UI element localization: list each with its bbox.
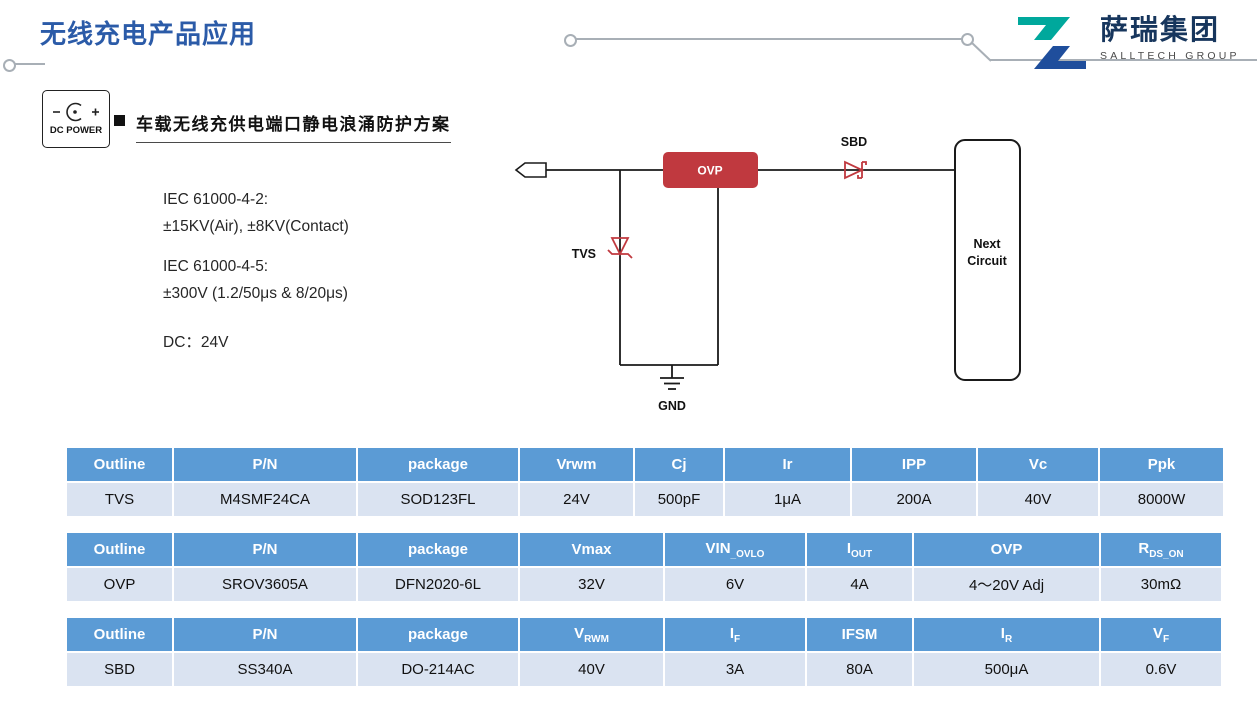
logo-mark-icon bbox=[1018, 17, 1086, 69]
dc-power-badge: DC POWER bbox=[42, 90, 110, 148]
table-cell: 200A bbox=[850, 481, 978, 518]
page-title: 无线充电产品应用 bbox=[40, 19, 257, 49]
column-header: IOUT bbox=[805, 531, 914, 568]
tvs-label: TVS bbox=[572, 247, 596, 261]
decorative-diagonal-line bbox=[970, 41, 992, 62]
table-cell: OVP bbox=[65, 566, 174, 603]
table-cell: 4A bbox=[805, 566, 914, 603]
column-header: IPP bbox=[850, 446, 978, 483]
column-header: Vc bbox=[976, 446, 1100, 483]
table-cell: 500pF bbox=[633, 481, 725, 518]
spec-line: DC：24V bbox=[163, 333, 229, 351]
table-cell: SBD bbox=[65, 651, 174, 688]
table-cell: 8000W bbox=[1098, 481, 1225, 518]
logo-en-text: SALLTECH GROUP bbox=[1100, 50, 1240, 62]
table-cell: 0.6V bbox=[1099, 651, 1223, 688]
tvs-diode-icon bbox=[607, 237, 633, 259]
column-header: Vrwm bbox=[518, 446, 635, 483]
decorative-circle bbox=[564, 34, 577, 47]
ground-icon bbox=[660, 377, 684, 390]
table-cell: 6V bbox=[663, 566, 807, 603]
table-cell: SROV3605A bbox=[172, 566, 358, 603]
column-header: Ppk bbox=[1098, 446, 1225, 483]
next-circuit-label-line2: Circuit bbox=[967, 254, 1007, 268]
input-connector-icon bbox=[514, 162, 547, 178]
column-header: Cj bbox=[633, 446, 725, 483]
next-circuit-label-line1: Next bbox=[973, 237, 1001, 251]
dc-power-icon bbox=[53, 102, 99, 122]
column-header: VRWM bbox=[518, 616, 665, 653]
logo-cn-text: 萨瑞集团 bbox=[1100, 14, 1221, 45]
spec-line: IEC 61000-4-5: bbox=[163, 258, 269, 276]
ovp-label: OVP bbox=[697, 164, 722, 178]
decorative-circle bbox=[3, 59, 16, 72]
column-header: package bbox=[356, 446, 520, 483]
decorative-line bbox=[990, 59, 1257, 61]
table-cell: 40V bbox=[976, 481, 1100, 518]
table-cell: 40V bbox=[518, 651, 665, 688]
column-header: VF bbox=[1099, 616, 1223, 653]
column-header: Outline bbox=[65, 531, 174, 568]
table-cell: M4SMF24CA bbox=[172, 481, 358, 518]
column-header: Ir bbox=[723, 446, 852, 483]
dc-power-label: DC POWER bbox=[49, 125, 103, 136]
spec-text-block: IEC 61000-4-2: ±15KV(Air), ±8KV(Contact)… bbox=[163, 190, 349, 353]
table-cell: DFN2020-6L bbox=[356, 566, 520, 603]
column-header: OVP bbox=[912, 531, 1101, 568]
sbd-label: SBD bbox=[841, 135, 867, 149]
table-cell: 80A bbox=[805, 651, 914, 688]
table-cell: 32V bbox=[518, 566, 665, 603]
table-cell: 1μA bbox=[723, 481, 852, 518]
table-cell: 500μA bbox=[912, 651, 1101, 688]
column-header: RDS_ON bbox=[1099, 531, 1223, 568]
sbd-diode-icon bbox=[844, 160, 867, 180]
column-header: P/N bbox=[172, 446, 358, 483]
logo-text-block: 萨瑞集团 SALLTECH GROUP bbox=[1100, 12, 1240, 62]
section-heading: 车载无线充供电端口静电浪涌防护方案 bbox=[114, 110, 451, 143]
bullet-square-icon bbox=[114, 115, 125, 126]
table-cell: SOD123FL bbox=[356, 481, 520, 518]
table-cell: 3A bbox=[663, 651, 807, 688]
column-header: package bbox=[356, 616, 520, 653]
table-cell: DO-214AC bbox=[356, 651, 520, 688]
section-heading-text: 车载无线充供电端口静电浪涌防护方案 bbox=[136, 110, 451, 143]
spec-line: IEC 61000-4-2: bbox=[163, 191, 269, 208]
spec-line: ±15KV(Air), ±8KV(Contact) bbox=[163, 218, 349, 236]
spec-line: ±300V (1.2/50μs & 8/20μs) bbox=[163, 285, 348, 303]
table-cell: 24V bbox=[518, 481, 635, 518]
decorative-line bbox=[15, 63, 45, 65]
table-cell: 4～20V Adj bbox=[912, 566, 1101, 603]
decorative-line bbox=[576, 38, 964, 40]
column-header: IFSM bbox=[805, 616, 914, 653]
next-circuit-block bbox=[954, 139, 1021, 381]
column-header: IR bbox=[912, 616, 1101, 653]
table-cell: TVS bbox=[65, 481, 174, 518]
column-header: VIN_OVLO bbox=[663, 531, 807, 568]
column-header: package bbox=[356, 531, 520, 568]
gnd-label: GND bbox=[658, 399, 686, 413]
column-header: P/N bbox=[172, 531, 358, 568]
ovp-block bbox=[663, 152, 758, 188]
column-header: Outline bbox=[65, 446, 174, 483]
table-cell: SS340A bbox=[172, 651, 358, 688]
circuit-diagram: OVP SBD TVS GND Next Circuit bbox=[514, 135, 1021, 413]
column-header: Outline bbox=[65, 616, 174, 653]
company-logo: 萨瑞集团 SALLTECH GROUP bbox=[1012, 12, 1240, 74]
column-header: Vmax bbox=[518, 531, 665, 568]
table-cell: 30mΩ bbox=[1099, 566, 1223, 603]
column-header: P/N bbox=[172, 616, 358, 653]
column-header: IF bbox=[663, 616, 807, 653]
